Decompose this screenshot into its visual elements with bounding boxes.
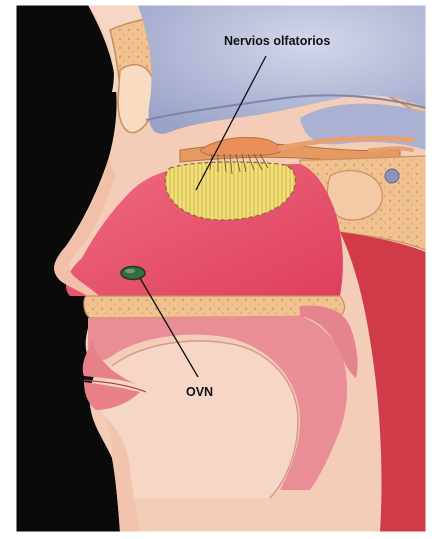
vno-organ: [121, 267, 145, 280]
sphenoid-sinus: [327, 171, 382, 220]
pituitary: [385, 169, 399, 183]
olfactory-nerves-label: Nervios olfatorios: [224, 34, 330, 48]
olfactory-tract-branch: [370, 148, 412, 150]
ovn-label: OVN: [186, 385, 213, 399]
tongue: [102, 341, 298, 498]
vno-organ-highlight: [125, 269, 135, 273]
